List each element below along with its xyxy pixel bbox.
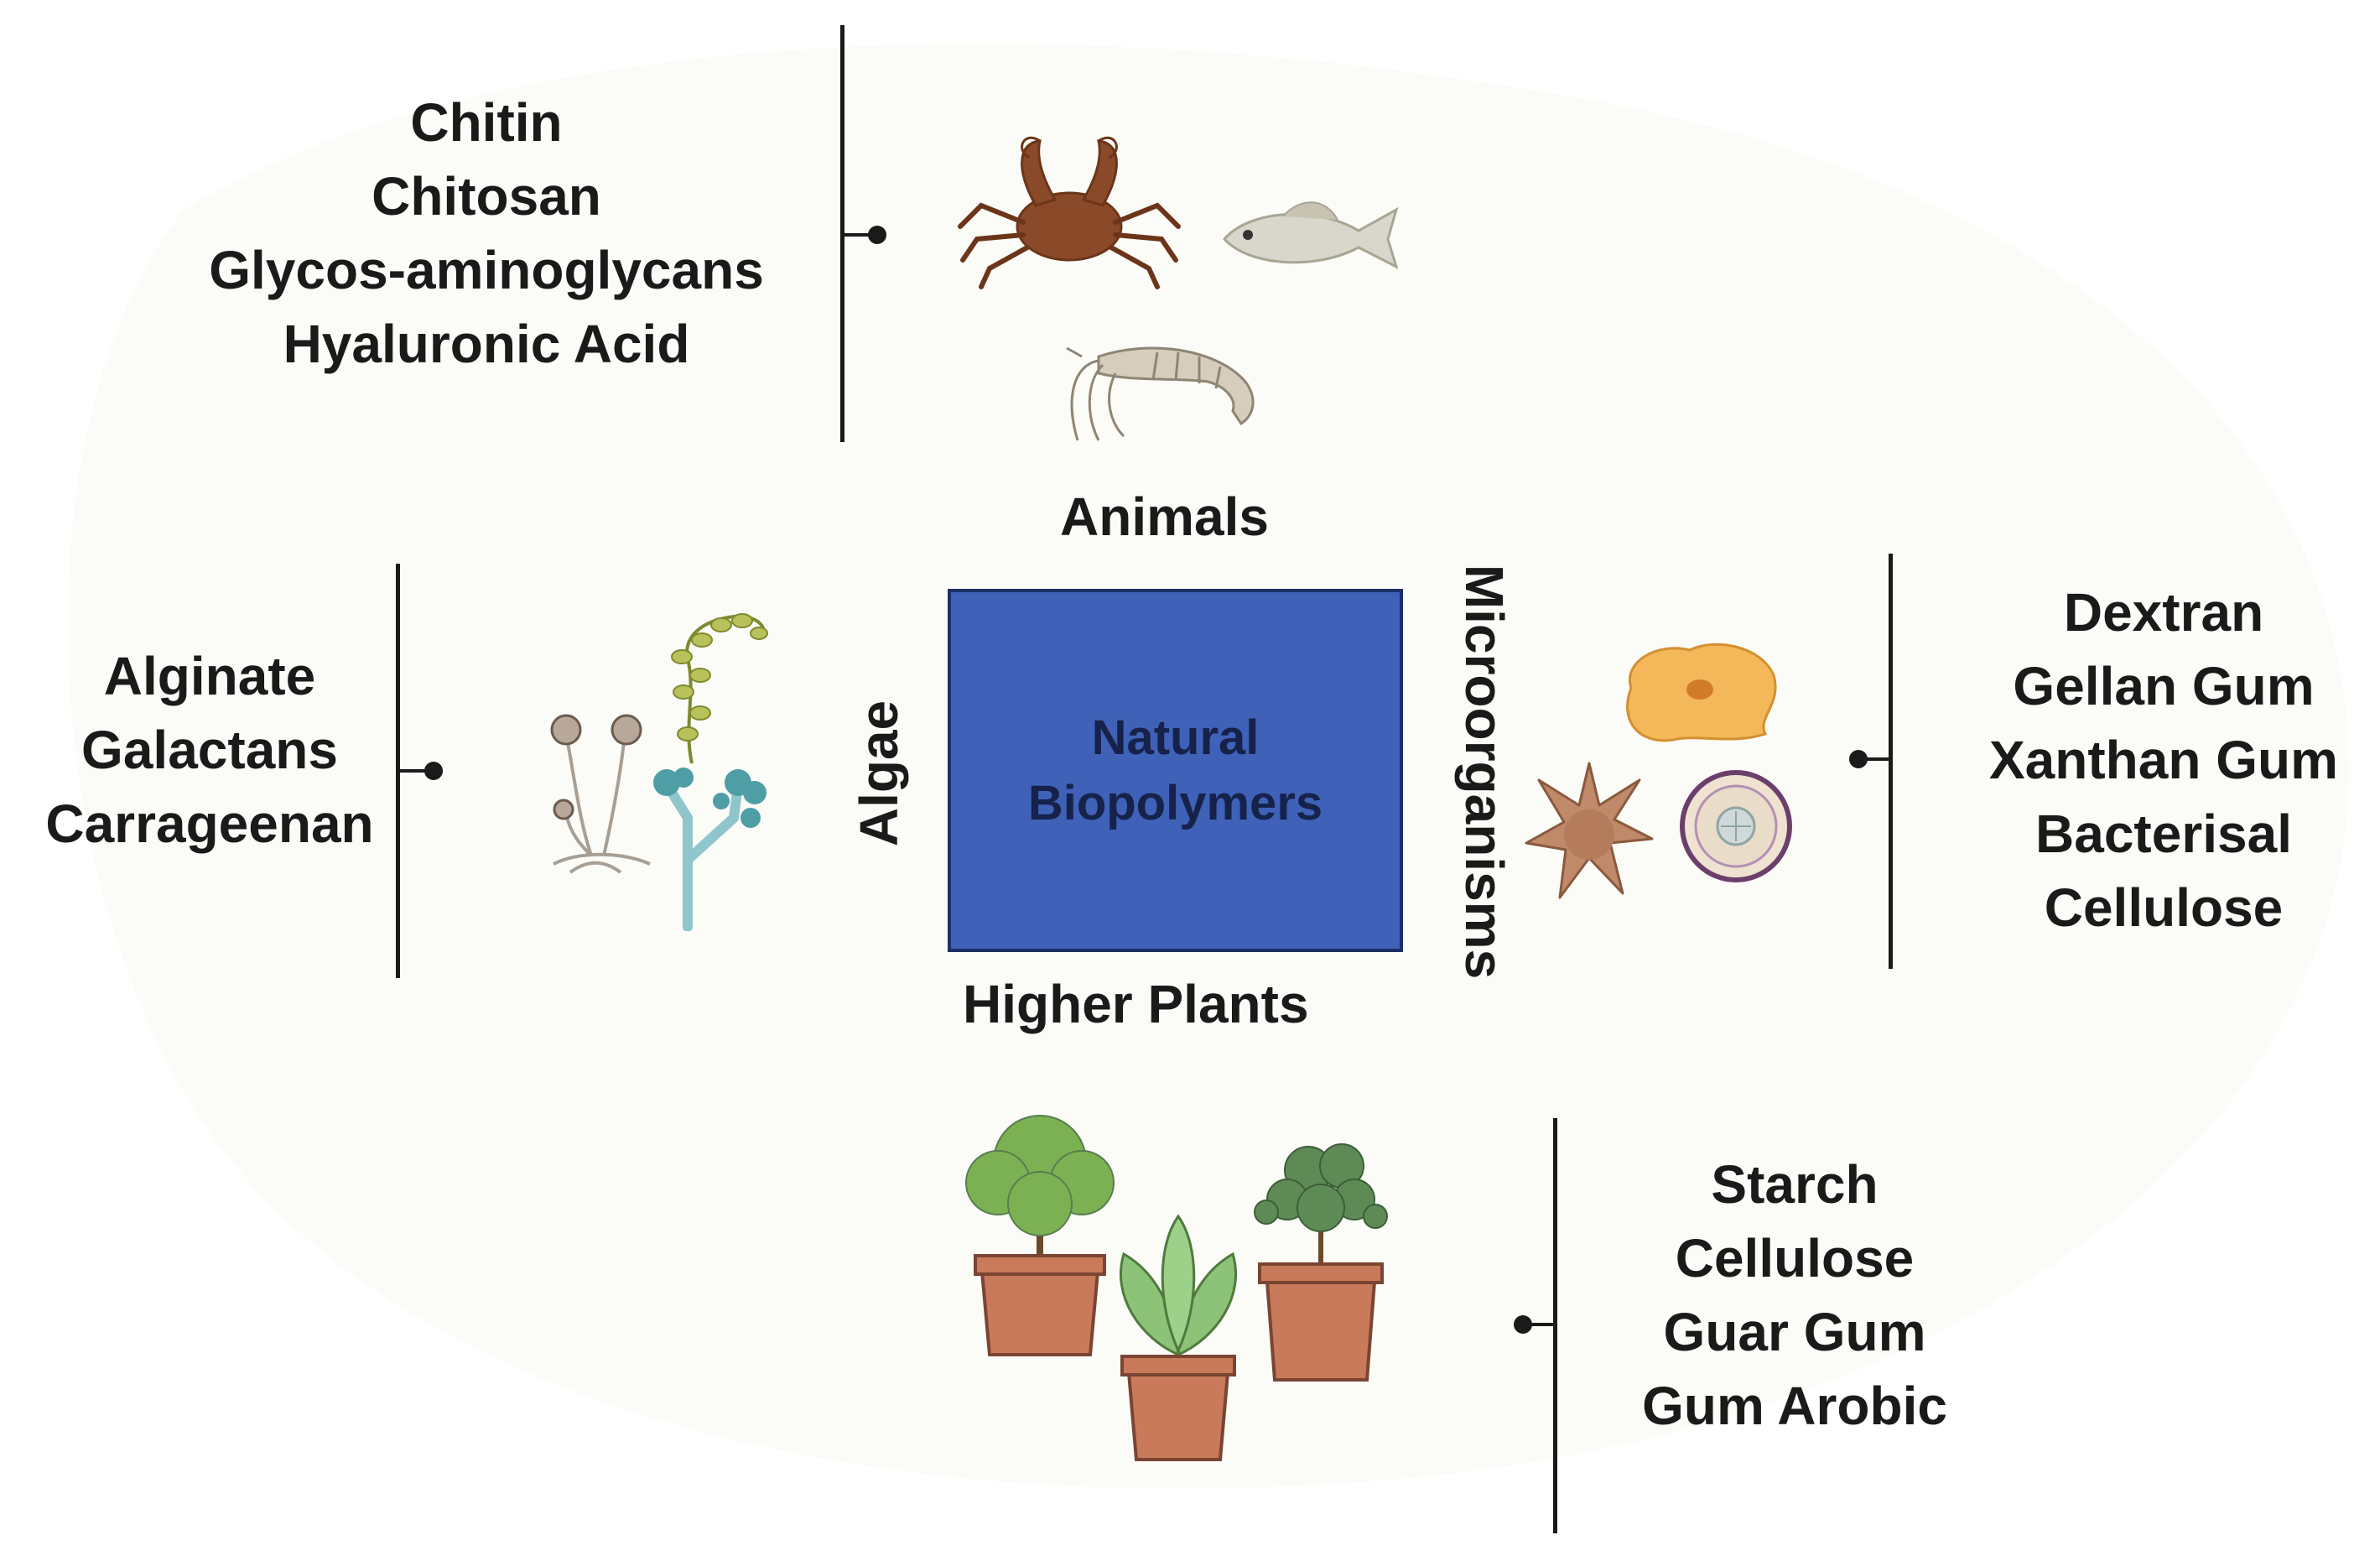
crab-icon: [958, 136, 1181, 289]
algae-bracket-tick: [398, 769, 431, 773]
micro-list-item: Bacterisal: [2035, 804, 2292, 864]
animals-list-item: Glycos-aminoglycans: [209, 240, 764, 300]
plants-list-item: Gum Arobic: [1642, 1376, 1947, 1436]
animals-list-item: Chitin: [410, 92, 563, 153]
micro-list-item: Dextran: [2063, 582, 2264, 643]
source-label-animals: Animals: [1060, 487, 1269, 547]
animals-list-item: Chitosan: [372, 166, 601, 226]
animals-bracket-tick: [842, 233, 876, 237]
microorganisms-polymer-list: Dextran Gellan Gum Xanthan Gum Bacterisa…: [1946, 575, 2380, 945]
star-microbe-icon: [1525, 762, 1654, 899]
plants-bracket-line: [1553, 1118, 1557, 1533]
plants-list-item: Guar Gum: [1663, 1302, 1926, 1362]
center-title-line1: Natural: [1091, 710, 1260, 765]
algae-list-item: Galactans: [81, 720, 338, 780]
diatom-icon: [1680, 770, 1792, 882]
animals-bracket-dot: [868, 226, 886, 244]
animals-polymer-list: Chitin Chitosan Glycos-aminoglycans Hyal…: [151, 86, 822, 381]
coral-algae-icon: [653, 768, 766, 931]
microorganisms-bracket-dot: [1849, 750, 1868, 768]
amoeba-icon: [1626, 643, 1777, 742]
algae-list-item: Alginate: [103, 646, 316, 706]
animals-list-item: Hyaluronic Acid: [283, 314, 690, 374]
source-label-microorganisms: Microorganisms: [1454, 564, 1515, 980]
source-label-higher-plants: Higher Plants: [963, 974, 1309, 1034]
source-label-algae: Algae: [849, 700, 909, 847]
potted-leafy-plant-icon: [1119, 1214, 1238, 1461]
plants-list-item: Starch: [1711, 1154, 1879, 1215]
plants-polymer-list: Starch Cellulose Guar Gum Gum Arobic: [1585, 1147, 2004, 1443]
potted-shrub-icon: [1254, 1143, 1388, 1382]
shrimp-icon: [1066, 346, 1255, 441]
micro-list-item: Cellulose: [2044, 877, 2284, 938]
plants-bracket-dot: [1514, 1315, 1532, 1334]
plants-list-item: Cellulose: [1675, 1228, 1915, 1288]
algae-bracket-dot: [424, 762, 443, 780]
fish-icon: [1222, 201, 1399, 269]
algae-polymer-list: Alginate Galactans Carrageenan: [17, 639, 403, 861]
microorganisms-bracket-tick: [1857, 757, 1890, 761]
seaweed-icon: [671, 613, 768, 764]
algae-list-item: Carrageenan: [45, 794, 374, 854]
plants-bracket-tick: [1521, 1323, 1555, 1326]
potted-tree-icon: [965, 1115, 1115, 1356]
micro-list-item: Gellan Gum: [2013, 656, 2315, 716]
natural-biopolymers-box: Natural Biopolymers: [948, 589, 1403, 952]
center-title-line2: Biopolymers: [1027, 775, 1323, 830]
microorganisms-bracket-line: [1889, 554, 1893, 969]
fungus-icon: [550, 714, 651, 874]
micro-list-item: Xanthan Gum: [1988, 730, 2339, 790]
